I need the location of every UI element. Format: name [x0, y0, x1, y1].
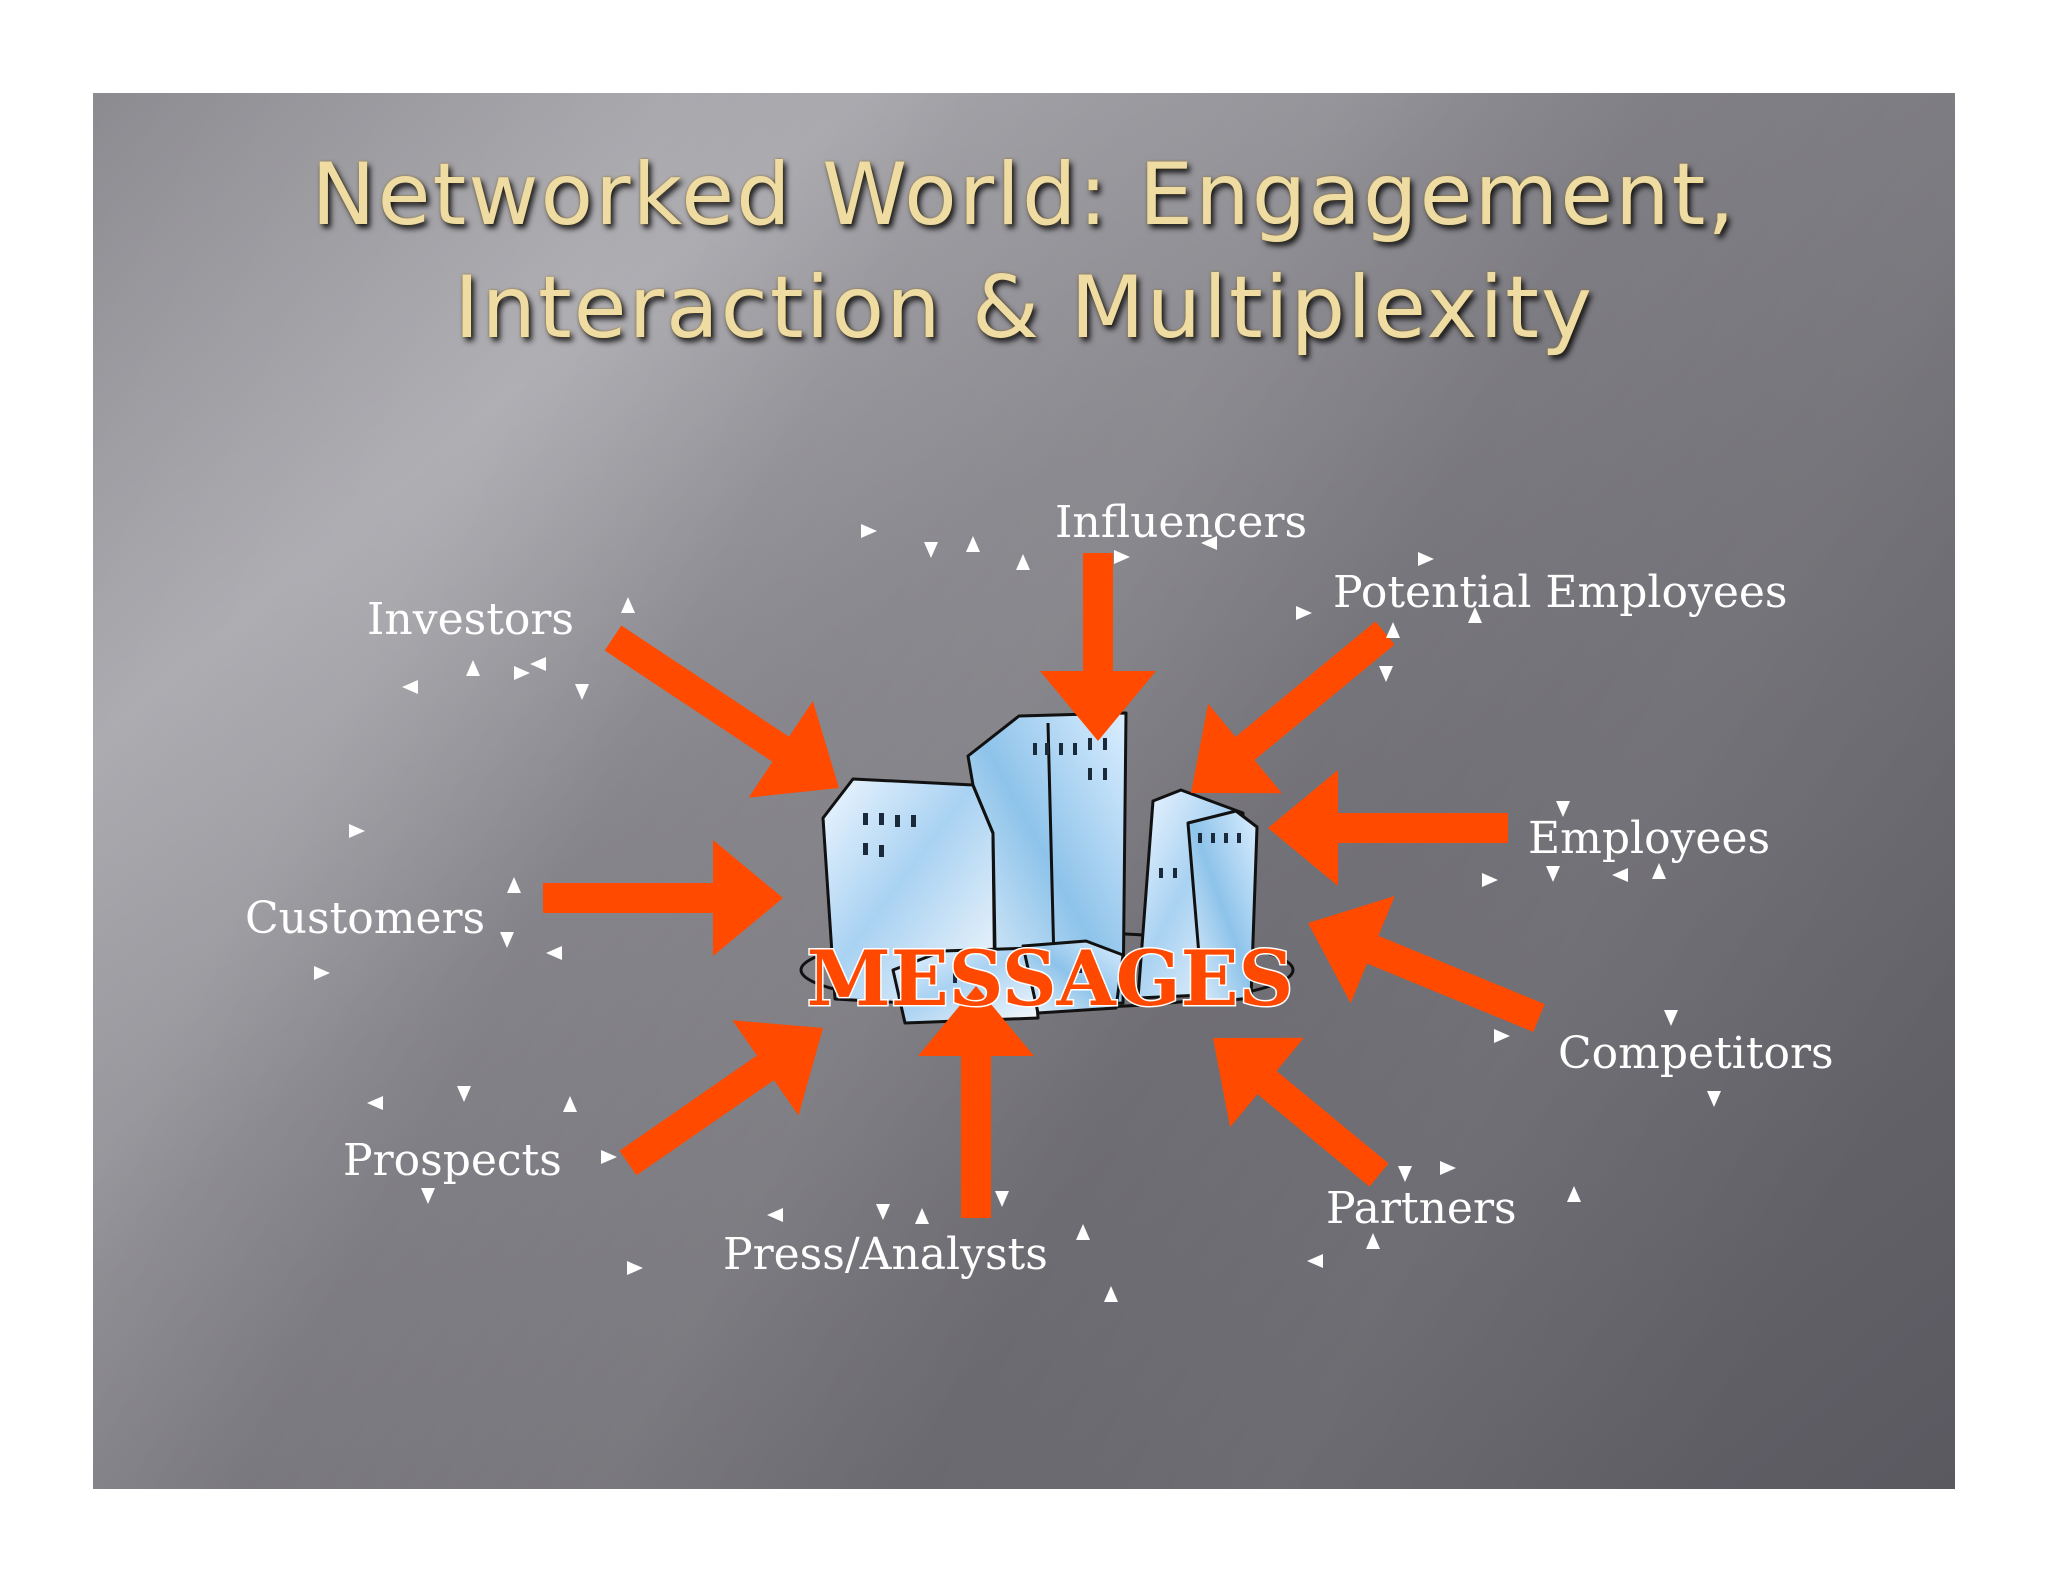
arrowhead-icon [457, 1086, 471, 1102]
slide: Networked World: Engagement, Interaction… [93, 93, 1955, 1489]
center-label-messages: MESSAGES [807, 934, 1294, 1023]
node-label-prospects: Prospects [343, 1135, 562, 1186]
arrowhead-icon [627, 1261, 643, 1275]
arrowhead-icon [1567, 1186, 1581, 1202]
arrowhead-icon [601, 1150, 617, 1164]
arrowhead-icon [1707, 1091, 1721, 1107]
arrowhead-icon [466, 660, 480, 676]
arrow-from-press-analysts [918, 986, 1034, 1218]
arrowhead-icon [367, 1096, 383, 1110]
arrow-from-prospects [619, 1020, 823, 1176]
arrowhead-icon [1076, 1224, 1090, 1240]
arrow-from-influencers [1040, 553, 1156, 741]
node-label-influencers: Influencers [1055, 497, 1307, 548]
arrowhead-icon [1664, 1010, 1678, 1026]
arrowhead-icon [621, 597, 635, 613]
arrow-from-investors [604, 625, 839, 798]
arrowhead-icon [1016, 554, 1030, 570]
arrowhead-icon [507, 877, 521, 893]
arrowhead-icon [1296, 606, 1312, 620]
arrowhead-icon [575, 684, 589, 700]
arrowhead-icon [1556, 801, 1570, 817]
node-label-customers: Customers [245, 893, 485, 944]
arrowhead-icon [1386, 622, 1400, 638]
arrowhead-icon [1482, 873, 1498, 887]
node-label-employees: Employees [1528, 813, 1770, 864]
arrowhead-icon [966, 536, 980, 552]
arrowhead-icon [924, 542, 938, 558]
arrowhead-icon [563, 1096, 577, 1112]
arrowhead-icon [1114, 550, 1130, 564]
arrowhead-icon [1398, 1166, 1412, 1182]
node-label-investors: Investors [367, 594, 574, 645]
arrowhead-icon [767, 1208, 783, 1222]
arrowhead-icon [1366, 1233, 1380, 1249]
arrowhead-icon [1440, 1161, 1456, 1175]
arrowhead-icon [876, 1204, 890, 1220]
arrowhead-icon [1546, 866, 1560, 882]
node-label-potential-employees: Potential Employees [1333, 567, 1788, 618]
city-buildings-icon [799, 711, 1295, 1025]
arrowhead-icon [402, 680, 418, 694]
node-label-press-analysts: Press/Analysts [723, 1229, 1048, 1280]
arrowhead-icon [1652, 863, 1666, 879]
node-label-competitors: Competitors [1558, 1028, 1834, 1079]
arrowhead-icon [1418, 552, 1434, 566]
arrowhead-icon [314, 966, 330, 980]
slide-title-line-2: Interaction & Multiplexity [454, 258, 1594, 358]
arrowhead-icon [546, 946, 562, 960]
messages-diagram: MESSAGES Influencers Potential Employees… [245, 497, 1834, 1302]
slide-title-line-1: Networked World: Engagement, [311, 145, 1737, 245]
arrow-from-partners [1213, 1037, 1389, 1187]
decorative-arrowheads [314, 524, 1721, 1302]
arrow-from-customers [543, 840, 783, 956]
arrowhead-icon [1468, 607, 1482, 623]
arrowhead-icon [915, 1208, 929, 1224]
arrowhead-icon [861, 524, 877, 538]
arrowhead-icon [349, 824, 365, 838]
inbound-arrows [543, 553, 1545, 1218]
arrowhead-icon [995, 1191, 1009, 1207]
arrow-from-potential-employees [1191, 621, 1395, 794]
arrow-from-employees [1268, 770, 1508, 886]
arrowhead-icon [1379, 666, 1393, 682]
arrowhead-icon [530, 657, 546, 671]
arrow-from-competitors [1308, 896, 1545, 1032]
node-label-partners: Partners [1326, 1183, 1517, 1234]
arrowhead-icon [1307, 1254, 1323, 1268]
arrowhead-icon [1201, 536, 1217, 550]
arrowhead-icon [500, 932, 514, 948]
arrowhead-icon [1612, 868, 1628, 882]
arrowhead-icon [1104, 1286, 1118, 1302]
arrowhead-icon [1494, 1029, 1510, 1043]
arrowhead-icon [421, 1188, 435, 1204]
arrowhead-icon [514, 666, 530, 680]
